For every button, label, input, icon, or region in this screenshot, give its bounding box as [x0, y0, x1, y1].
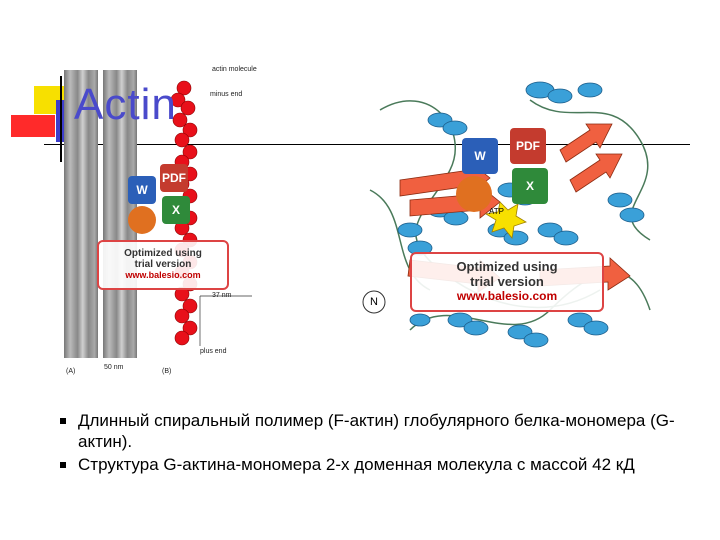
watermark-url: www.balesio.com: [456, 289, 558, 303]
bullet-list: Длинный спиральный полимер (F-актин) гло…: [56, 410, 696, 477]
word-icon: W: [128, 176, 156, 204]
accent-vertical-line: [60, 76, 62, 162]
label-b: (B): [162, 368, 172, 375]
label-50nm: 50 nm: [104, 364, 124, 371]
label-n-terminus: N: [370, 296, 378, 308]
label-minus-end: minus end: [210, 91, 243, 98]
watermark-box-left: Optimized using trial version www.balesi…: [97, 240, 229, 290]
watermark-url: www.balesio.com: [125, 270, 201, 280]
accent-square-red: [10, 114, 56, 138]
label-actin-molecule: actin molecule: [212, 66, 257, 73]
bullet-item: Длинный спиральный полимер (F-актин) гло…: [56, 410, 696, 452]
micrograph-strip-a: [64, 70, 98, 358]
watermark-line1: Optimized using: [456, 259, 558, 274]
excel-icon: X: [162, 196, 190, 224]
powerpoint-icon: [128, 206, 156, 234]
label-37nm: 37 nm: [212, 292, 232, 299]
powerpoint-icon: [456, 176, 492, 212]
bullet-marker: [60, 462, 66, 468]
bullet-text: Структура G-актина-мономера 2-х доменная…: [78, 455, 635, 474]
g-actin-structure-diagram: [362, 81, 651, 348]
pdf-icon: PDF: [510, 128, 546, 164]
slide-title: Actin: [74, 80, 177, 129]
title-underline: [44, 144, 690, 145]
excel-icon: X: [512, 168, 548, 204]
label-a: (A): [66, 368, 76, 375]
watermark-line2: trial version: [470, 274, 544, 289]
watermark-box-right: Optimized using trial version www.balesi…: [410, 252, 604, 312]
watermark-line2: trial version: [134, 259, 192, 270]
label-plus-end: plus end: [200, 348, 227, 355]
bullet-text: Длинный спиральный полимер (F-актин) гло…: [78, 411, 675, 451]
word-icon: W: [462, 138, 498, 174]
label-atp: ATP: [489, 207, 504, 216]
watermark-line1: Optimized using: [124, 248, 202, 259]
pdf-icon: PDF: [160, 164, 188, 192]
bullet-marker: [60, 418, 66, 424]
bullet-item: Структура G-актина-мономера 2-х доменная…: [56, 454, 696, 475]
